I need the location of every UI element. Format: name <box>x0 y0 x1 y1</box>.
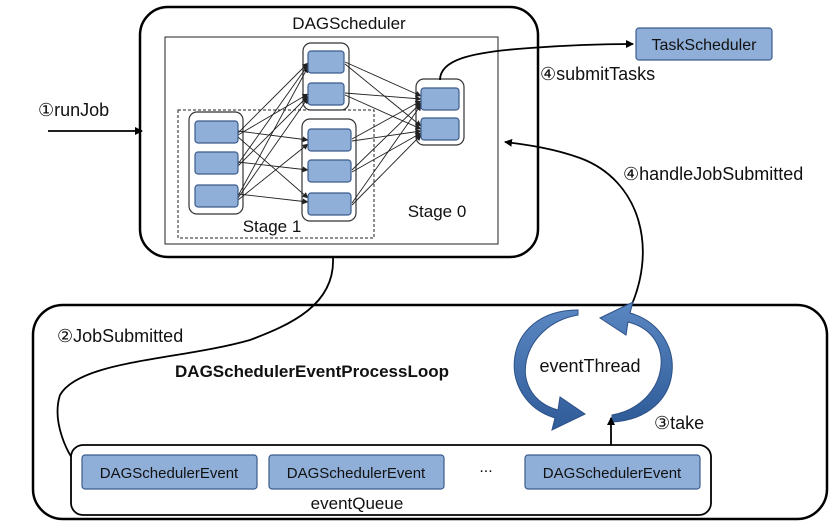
handle-job-submitted-arrow <box>504 138 644 316</box>
event-item <box>268 454 445 490</box>
event-item <box>524 454 701 490</box>
partition <box>420 87 460 111</box>
partition <box>307 82 345 106</box>
event-item-label: DAGSchedulerEvent <box>287 465 426 482</box>
event-loop-title: DAGSchedulerEventProcessLoop <box>175 362 449 381</box>
partition <box>194 120 239 144</box>
event-thread-label: eventThread <box>539 356 640 376</box>
event-item <box>81 454 258 490</box>
job-submitted-arrow <box>56 257 334 475</box>
partition <box>194 151 239 175</box>
stage-1-label: Stage 1 <box>243 217 302 236</box>
run-job-label: ①runJob <box>38 100 109 120</box>
submit-tasks-label: ④submitTasks <box>540 64 655 84</box>
partition <box>420 117 460 141</box>
partition <box>194 184 239 208</box>
event-item-label: DAGSchedulerEvent <box>100 465 239 482</box>
dag-scheduler-title: DAGScheduler <box>292 14 406 33</box>
job-submitted-label: ②JobSubmitted <box>57 326 183 346</box>
dependency-edges <box>237 61 422 206</box>
event-thread-cycle-icon <box>513 301 673 431</box>
partition <box>307 128 352 152</box>
partitions <box>194 50 460 216</box>
stage-0-label: Stage 0 <box>408 202 467 221</box>
event-queue-label: eventQueue <box>311 494 404 513</box>
partition <box>307 50 345 74</box>
take-label: ③take <box>654 413 704 433</box>
partition <box>307 192 352 216</box>
task-scheduler-box <box>635 27 773 61</box>
handle-job-submitted-label: ④handleJobSubmitted <box>623 164 803 184</box>
submit-tasks-arrow <box>439 40 634 81</box>
task-scheduler-label: TaskScheduler <box>652 37 758 54</box>
queue-ellipsis: ... <box>479 459 492 476</box>
event-item-label: DAGSchedulerEvent <box>543 465 682 482</box>
partition <box>307 159 352 183</box>
